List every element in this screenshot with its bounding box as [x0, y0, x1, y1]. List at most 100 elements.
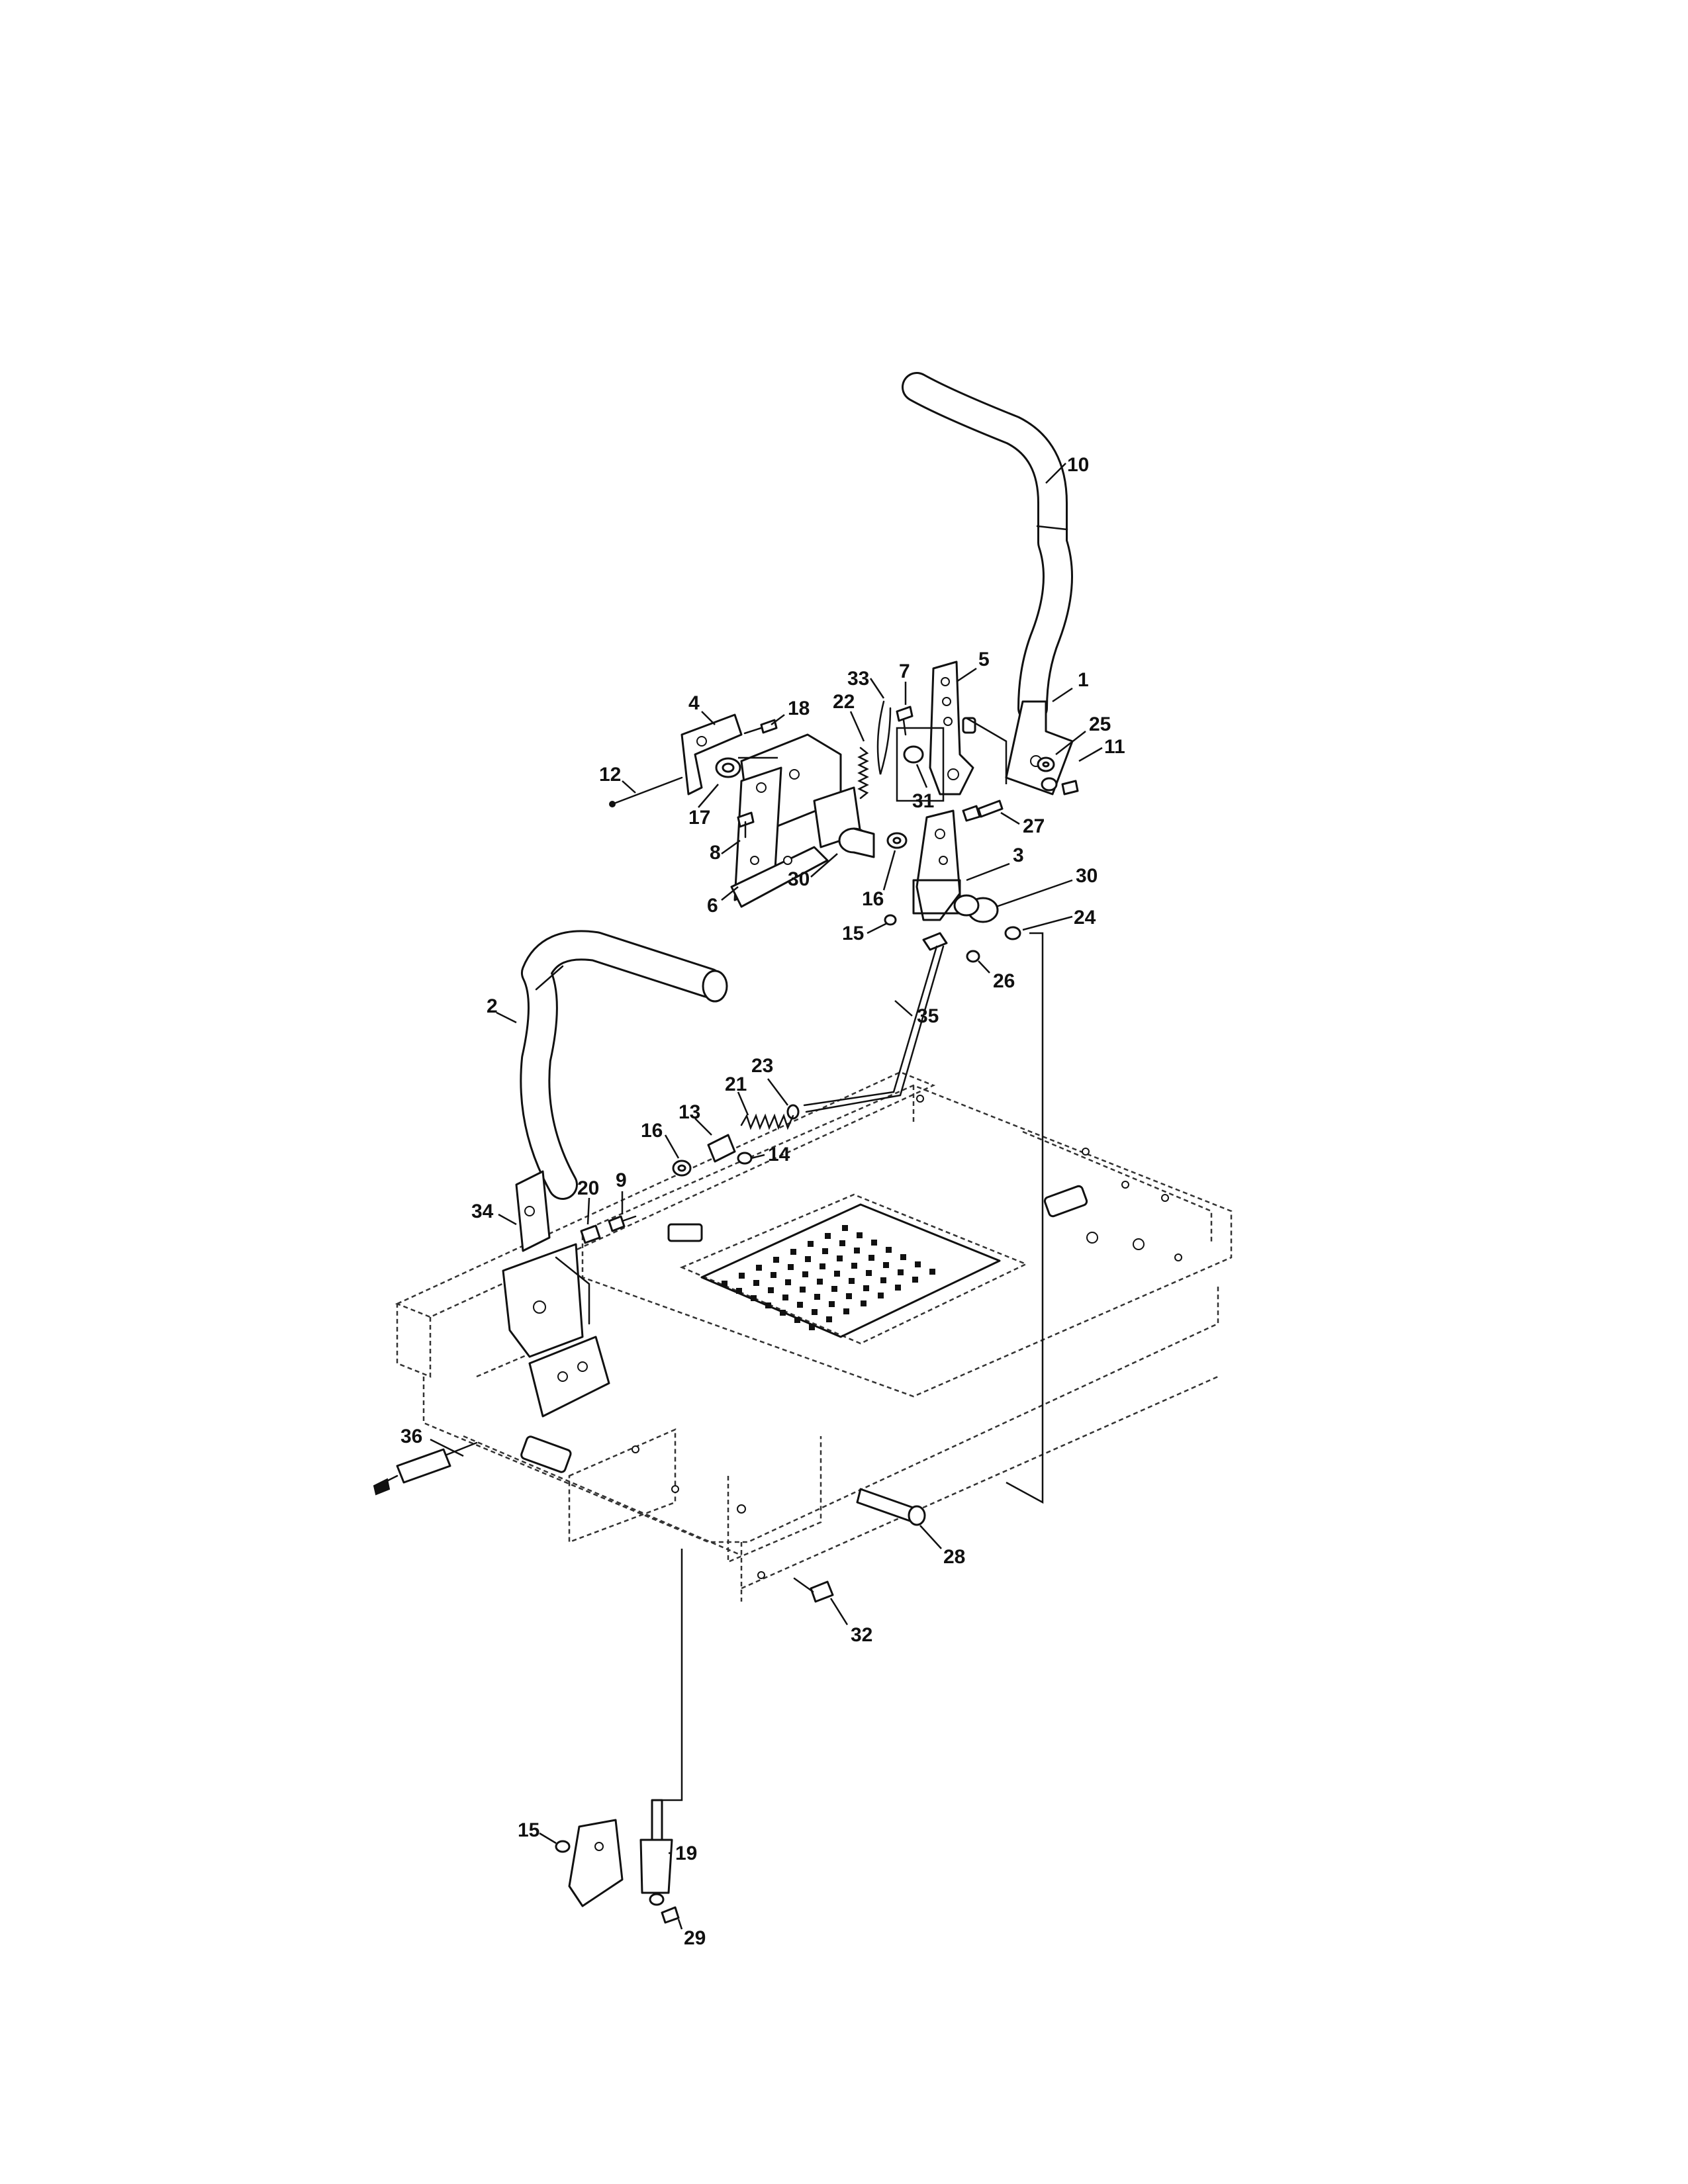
callout-24: 24: [1074, 907, 1096, 929]
part-12-pin: [609, 776, 683, 807]
part-13-trunnion: [707, 1134, 736, 1163]
callout-28: 28: [943, 1546, 965, 1568]
perforation: [753, 1280, 759, 1286]
perforation: [797, 1302, 803, 1308]
part-9-bolt: [608, 1215, 637, 1232]
part-33-hairpin-clip: [876, 700, 892, 775]
perforation: [861, 1300, 867, 1306]
callout-30-right: 30: [1076, 865, 1098, 887]
part-16-nut-upper: [886, 832, 908, 849]
floor-plate: [700, 1203, 1001, 1338]
perforation: [831, 1286, 837, 1292]
perforation: [825, 1233, 831, 1239]
perforation: [768, 1287, 774, 1293]
callout-12: 12: [599, 764, 621, 786]
perforation: [790, 1249, 796, 1255]
perforation: [868, 1255, 874, 1261]
perforation: [765, 1302, 771, 1308]
strut-bracket: [568, 1819, 624, 1907]
callout-4: 4: [688, 692, 700, 714]
part-25-washer: [1037, 756, 1055, 772]
callout-15-lower: 15: [518, 1819, 539, 1841]
part-24-spacer: [1004, 926, 1021, 940]
part-26-bolt: [966, 950, 980, 963]
callout-26: 26: [993, 970, 1015, 992]
callout-27: 27: [1023, 815, 1045, 837]
callout-35: 35: [917, 1005, 939, 1027]
perforation: [782, 1295, 788, 1300]
part-17-bushing: [715, 757, 741, 778]
perforation: [822, 1248, 828, 1254]
part-31-boxed-nut: [896, 727, 945, 802]
callout-20: 20: [577, 1177, 599, 1199]
perforation: [834, 1271, 840, 1277]
part-30-bushing-right: [953, 894, 999, 923]
callout-7: 7: [899, 660, 910, 682]
callout-32: 32: [851, 1624, 872, 1646]
perforation: [866, 1270, 872, 1276]
perforation: [809, 1324, 815, 1330]
perforation: [829, 1301, 835, 1307]
part-34-left-control-assembly: [502, 1170, 610, 1418]
part-14-nut: [737, 1152, 753, 1165]
part-30-bushing-left: [838, 827, 875, 858]
perforation: [808, 1241, 814, 1247]
perforation: [794, 1317, 800, 1323]
perforation: [842, 1225, 848, 1231]
perforation: [802, 1271, 808, 1277]
callout-23: 23: [751, 1055, 773, 1077]
perforation: [812, 1309, 818, 1315]
part-32-bolt: [793, 1577, 834, 1603]
callout-8: 8: [710, 842, 721, 864]
callout-34: 34: [471, 1201, 494, 1222]
callout-9: 9: [616, 1169, 627, 1191]
callout-31: 31: [912, 790, 934, 812]
perforation: [814, 1294, 820, 1300]
part-15-nut-lower: [555, 1840, 571, 1853]
callout-17: 17: [688, 807, 710, 829]
perforation: [756, 1265, 762, 1271]
part-28-pivot-shaft: [856, 1488, 926, 1526]
part-18-screw: [743, 719, 778, 735]
perforation: [900, 1254, 906, 1260]
callout-1: 1: [1078, 669, 1089, 691]
part-2-left-control-handle: [520, 930, 728, 1200]
leader-lines: [430, 463, 1103, 1930]
perforation: [805, 1256, 811, 1262]
perforation: [843, 1308, 849, 1314]
perforation: [878, 1293, 884, 1298]
perforation: [880, 1277, 886, 1283]
perforation: [837, 1255, 843, 1261]
part-29-bolt: [661, 1906, 680, 1924]
perforation: [780, 1310, 786, 1316]
callout-25: 25: [1089, 713, 1111, 735]
part-15-nut-upper: [884, 914, 897, 926]
perforation: [849, 1278, 855, 1284]
perforation: [851, 1263, 857, 1269]
perforation: [826, 1316, 832, 1322]
perforation: [785, 1279, 791, 1285]
part-27-bolt: [962, 799, 1004, 822]
perforation: [854, 1248, 860, 1253]
callout-36: 36: [400, 1426, 422, 1447]
part-16-nut-lower: [672, 1160, 692, 1177]
callout-6: 6: [707, 895, 718, 917]
perforation: [863, 1285, 869, 1291]
part-21-spring: [740, 1113, 794, 1130]
perforation: [839, 1240, 845, 1246]
perforation: [739, 1273, 745, 1279]
callout-15-upper: 15: [842, 923, 864, 944]
callout-29: 29: [684, 1927, 706, 1949]
callout-22: 22: [833, 691, 855, 713]
part-35-control-rod: [803, 932, 948, 1113]
perforation: [817, 1279, 823, 1285]
callout-14: 14: [768, 1144, 790, 1165]
perforation: [773, 1257, 779, 1263]
part-8-bolt: [737, 811, 755, 839]
perforation: [898, 1269, 904, 1275]
part-3-lower-arm: [912, 809, 961, 921]
part-23-washer: [786, 1104, 800, 1120]
part-4-lever-plate: [680, 713, 743, 796]
perforation: [886, 1247, 892, 1253]
